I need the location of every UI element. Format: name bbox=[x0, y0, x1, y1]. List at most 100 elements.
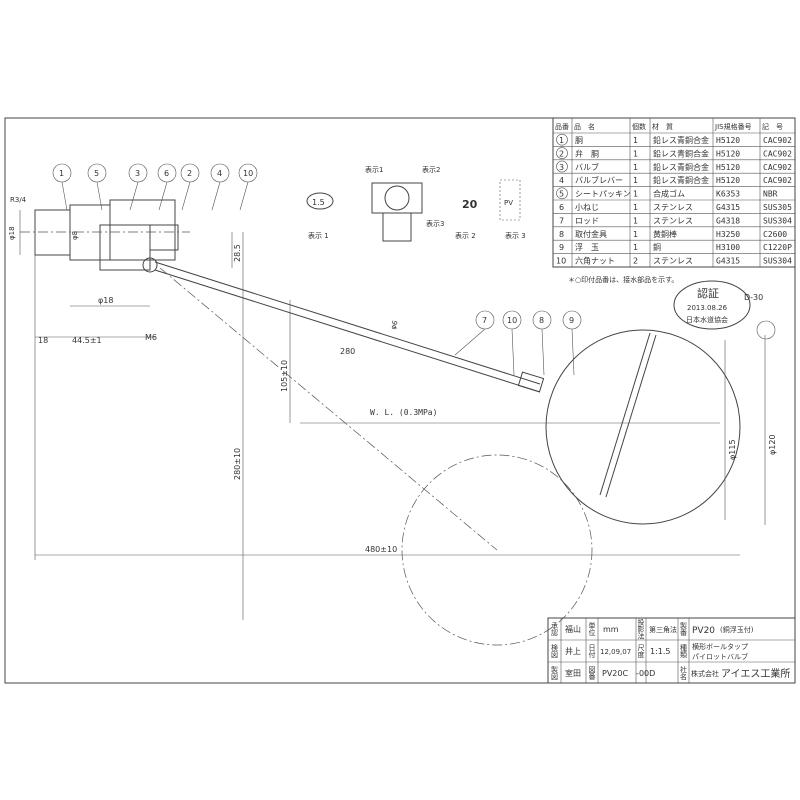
cell-jis: H5120 bbox=[716, 176, 740, 185]
cell-code: SUS304 bbox=[763, 216, 792, 225]
title-drawn: 室田 bbox=[565, 668, 581, 678]
mark1-label: 表示 1 bbox=[308, 231, 329, 240]
svg-text:44.5±1: 44.5±1 bbox=[72, 336, 102, 345]
cell-no: 8 bbox=[559, 230, 564, 239]
table-header: 品番 bbox=[555, 123, 569, 131]
balloon-number: 9 bbox=[569, 316, 574, 325]
cell-name: ロッド bbox=[575, 216, 599, 225]
balloon-number: 5 bbox=[94, 169, 99, 178]
svg-text:日本水道協会: 日本水道協会 bbox=[686, 315, 728, 324]
svg-text:20: 20 bbox=[462, 198, 478, 211]
cell-no: 9 bbox=[559, 243, 564, 252]
title-type-label: 種類 bbox=[680, 644, 688, 659]
svg-text:M6: M6 bbox=[145, 333, 157, 342]
svg-text:W. L. (0.3MPa): W. L. (0.3MPa) bbox=[370, 408, 437, 417]
balloon-number: 8 bbox=[539, 316, 544, 325]
cell-material: 黄銅棒 bbox=[653, 229, 677, 239]
table-header: 個数 bbox=[632, 122, 646, 131]
cell-jis: G4315 bbox=[716, 257, 740, 266]
cell-no: 6 bbox=[559, 203, 564, 212]
svg-text:φ18: φ18 bbox=[8, 226, 16, 240]
cell-name: バルブレバー bbox=[575, 175, 623, 185]
title-type1: 横形ボールタップ bbox=[692, 642, 748, 651]
cell-material: 鉛レス青銅合金 bbox=[653, 135, 709, 145]
cell-name: 弁 胴 bbox=[575, 148, 599, 158]
svg-text:1.5: 1.5 bbox=[312, 198, 325, 207]
cell-code: NBR bbox=[763, 190, 778, 199]
title-company-label: 社名 bbox=[680, 665, 688, 681]
cell-no: 4 bbox=[559, 176, 564, 185]
balloon-number: 4 bbox=[217, 169, 222, 178]
title-date: 12,09,07 bbox=[600, 648, 631, 656]
title-approved: 福山 bbox=[565, 624, 581, 634]
cell-name: シートパッキン bbox=[575, 190, 631, 199]
title-checked-label: 検図 bbox=[551, 643, 559, 659]
drawing-border bbox=[4, 117, 796, 684]
cell-name: 浮 玉 bbox=[575, 242, 599, 252]
cell-material: 鉛レス青銅合金 bbox=[653, 175, 709, 185]
title-product-note: (銅浮玉付) bbox=[720, 625, 754, 634]
cell-material: 合成ゴム bbox=[653, 189, 685, 199]
cell-name: 六角ナット bbox=[575, 256, 615, 266]
cell-jis: H5120 bbox=[716, 136, 740, 145]
title-unit: mm bbox=[603, 625, 619, 634]
svg-text:φ6: φ6 bbox=[389, 319, 400, 331]
svg-text:φ8: φ8 bbox=[71, 231, 79, 240]
cell-qty: 1 bbox=[633, 149, 638, 158]
cell-name: バルブ bbox=[575, 162, 599, 172]
cell-qty: 1 bbox=[633, 230, 638, 239]
svg-text:認証: 認証 bbox=[697, 286, 719, 300]
svg-text:2013.08.26: 2013.08.26 bbox=[687, 304, 728, 312]
title-approved-label: 承認 bbox=[551, 621, 559, 636]
svg-text:D-30: D-30 bbox=[744, 293, 763, 302]
svg-text:表示2: 表示2 bbox=[422, 165, 440, 174]
cell-material: 鉛レス青銅合金 bbox=[653, 162, 709, 172]
cell-no: 3 bbox=[559, 163, 564, 172]
cell-jis: G4318 bbox=[716, 216, 740, 225]
cell-qty: 1 bbox=[633, 203, 638, 212]
cell-material: 鉛レス青銅合金 bbox=[653, 148, 709, 158]
cell-jis: G4315 bbox=[716, 203, 740, 212]
cell-no: 2 bbox=[559, 149, 564, 158]
svg-text:表示1: 表示1 bbox=[365, 165, 383, 174]
circle-mark bbox=[556, 133, 568, 146]
cell-code: CAC902 bbox=[763, 136, 792, 145]
title-date-label: 日付 bbox=[588, 644, 596, 659]
cell-qty: 1 bbox=[633, 176, 638, 185]
cell-code: C1220P bbox=[763, 243, 792, 252]
certification-stamp: 認証 2013.08.26 日本水道協会 D-30 bbox=[673, 280, 776, 340]
circle-mark bbox=[556, 160, 568, 173]
cell-qty: 1 bbox=[633, 216, 638, 225]
svg-text:φ115: φ115 bbox=[728, 439, 737, 460]
svg-text:φ18: φ18 bbox=[98, 296, 113, 305]
title-scale-label: 尺度 bbox=[637, 644, 645, 659]
float-ball-lowered bbox=[401, 454, 593, 646]
cell-code: CAC902 bbox=[763, 149, 792, 158]
svg-text:φ120: φ120 bbox=[768, 434, 777, 455]
svg-text:表示 3: 表示 3 bbox=[505, 231, 526, 240]
title-checked: 井上 bbox=[565, 646, 581, 656]
svg-text:PV: PV bbox=[504, 199, 513, 207]
cell-material: ステンレス bbox=[653, 203, 693, 212]
cell-no: 10 bbox=[556, 257, 566, 266]
svg-text:280±10: 280±10 bbox=[233, 448, 242, 480]
svg-text:R3/4: R3/4 bbox=[10, 196, 27, 204]
float-ball bbox=[545, 329, 741, 525]
table-header: JIS規格番号 bbox=[714, 122, 752, 131]
svg-text:18: 18 bbox=[38, 336, 48, 345]
circle-mark bbox=[556, 147, 568, 159]
cell-code: SUS305 bbox=[763, 203, 792, 212]
title-company: アイエス工業所 bbox=[721, 667, 790, 680]
balloon-number: 10 bbox=[243, 169, 253, 178]
